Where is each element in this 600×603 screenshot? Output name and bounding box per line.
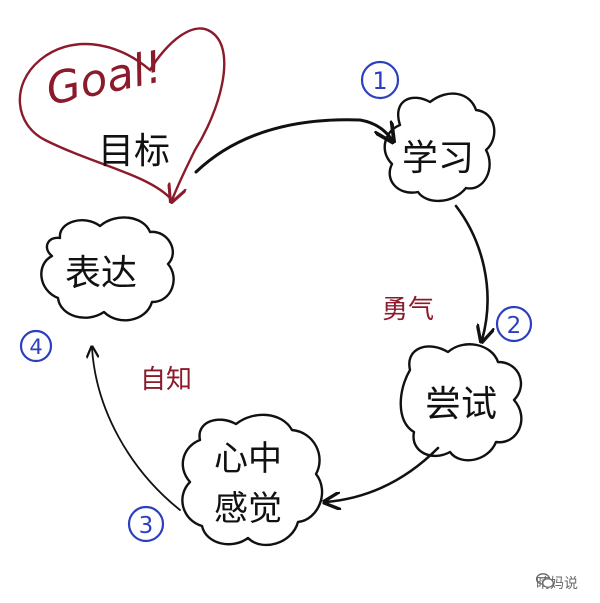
node-feeling-label-line1: 心中: [214, 439, 282, 479]
number-circle-3: 3: [127, 505, 165, 543]
watermark: 晴妈说: [536, 573, 578, 593]
number-circle-2: 2: [495, 305, 533, 343]
number-2-text: 2: [507, 313, 522, 339]
edge-label-courage: 勇气: [382, 295, 434, 325]
number-1-text: 1: [372, 67, 387, 95]
node-express-blob: [40, 216, 175, 322]
number-circle-4: 4: [19, 329, 53, 363]
arrow-try-to-feeling: [326, 446, 440, 502]
node-feeling-blob: [181, 413, 324, 547]
arrow-goal-to-learn: [194, 118, 392, 174]
wechat-icon: [536, 573, 554, 588]
node-learn-label: 学习: [402, 138, 474, 179]
goal-english-label: Goal!: [42, 41, 168, 115]
arrow-learn-to-try: [454, 204, 488, 340]
goal-outline: [18, 27, 226, 200]
node-try-blob: [399, 343, 523, 462]
node-feeling-label-line2: 感觉: [214, 489, 282, 529]
node-try-label: 尝试: [425, 384, 497, 425]
goal-chinese-label: 目标: [98, 131, 170, 172]
node-express-label: 表达: [65, 253, 137, 294]
arrow-feeling-to-express: [92, 348, 181, 511]
node-learn-blob: [383, 92, 496, 203]
edge-label-self-awareness: 自知: [140, 365, 192, 395]
number-circle-1: 1: [360, 60, 400, 100]
number-3-text: 3: [139, 513, 154, 539]
number-4-text: 4: [29, 335, 42, 359]
